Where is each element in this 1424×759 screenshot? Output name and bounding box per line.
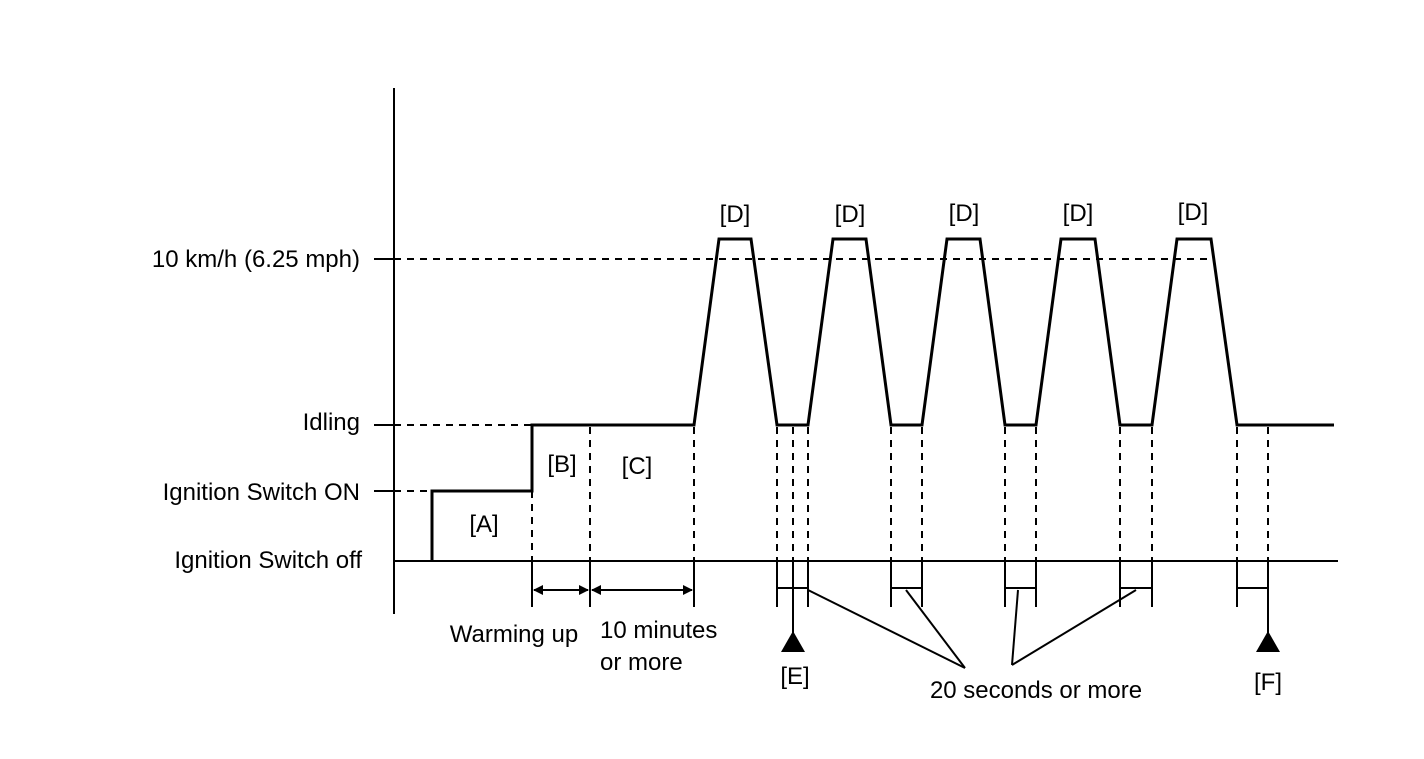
phase-e-label: [E] bbox=[780, 663, 809, 690]
phase-d-label-2: [D] bbox=[835, 201, 866, 228]
phase-d-label-1: [D] bbox=[720, 201, 751, 228]
phase-separators bbox=[531, 427, 1269, 561]
phase-c-label: [C] bbox=[622, 453, 653, 480]
phase-d-label-5: [D] bbox=[1178, 199, 1209, 226]
idling-level-label: Idling bbox=[303, 409, 360, 436]
phase-f-label: [F] bbox=[1254, 669, 1282, 696]
f-marker-triangle bbox=[1256, 631, 1280, 652]
drive-cycle-profile bbox=[430, 237, 1334, 561]
twenty-seconds-leaders bbox=[807, 589, 1137, 669]
e-marker-triangle bbox=[781, 631, 805, 652]
ignition-on-level-label: Ignition Switch ON bbox=[163, 479, 360, 506]
phase-a-label: [A] bbox=[469, 511, 498, 538]
phase-b-label: [B] bbox=[547, 451, 576, 478]
ten-minutes-label-line2: or more bbox=[600, 649, 683, 676]
twenty-seconds-label: 20 seconds or more bbox=[930, 677, 1142, 704]
speed-level-label: 10 km/h (6.25 mph) bbox=[152, 246, 360, 273]
phase-d-label-3: [D] bbox=[949, 200, 980, 227]
duration-brackets bbox=[531, 561, 1268, 607]
ignition-off-level-label: Ignition Switch off bbox=[174, 547, 362, 574]
phase-d-label-4: [D] bbox=[1063, 200, 1094, 227]
ten-minutes-label-line1: 10 minutes bbox=[600, 617, 717, 644]
warming-up-label: Warming up bbox=[450, 621, 578, 648]
